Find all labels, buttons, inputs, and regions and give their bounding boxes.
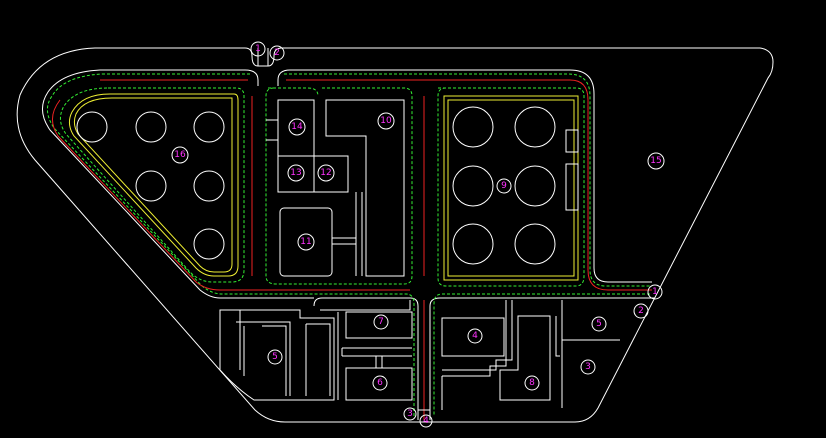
marker-5-right: 5 — [591, 316, 607, 332]
road-edge-inner — [42, 69, 655, 420]
marker-13: 13 — [287, 164, 305, 182]
marker-4: 4 — [467, 328, 483, 344]
marker-label: 16 — [174, 150, 186, 160]
tank-group-right — [452, 106, 579, 265]
tank — [135, 170, 167, 202]
marker-12: 12 — [317, 164, 335, 182]
middle-buildings — [266, 99, 405, 277]
marker-label: 4 — [472, 331, 478, 341]
marker-label: 1 — [652, 287, 658, 297]
building-11 — [279, 207, 333, 277]
connector-lines — [266, 119, 363, 276]
lower-mid-lines — [320, 300, 411, 400]
marker-label: 7 — [378, 317, 384, 327]
marker-8: 8 — [524, 375, 540, 391]
marker-16-right: 15 — [647, 152, 665, 170]
building-12 — [313, 155, 349, 193]
lower-buildings — [219, 300, 620, 410]
tank — [452, 223, 494, 265]
marker-1-top: 1 — [250, 41, 266, 57]
marker-14: 14 — [288, 118, 306, 136]
marker-3: 3 — [580, 359, 596, 375]
marker-label: 5 — [272, 352, 278, 362]
marker-label: 9 — [501, 181, 507, 191]
building-4 — [441, 317, 505, 357]
marker-1-right: 1 — [647, 284, 663, 300]
tank — [452, 165, 494, 207]
lower-left-inner — [236, 310, 331, 396]
marker-6: 6 — [372, 375, 388, 391]
tank — [514, 165, 556, 207]
building-8 — [341, 347, 413, 401]
tank — [514, 223, 556, 265]
marker-11: 11 — [297, 233, 315, 251]
road-edge-green-inner — [60, 87, 585, 287]
marker-10: 10 — [377, 112, 395, 130]
marker-label: 15 — [650, 156, 661, 166]
tank — [193, 228, 225, 260]
lower-right-lines — [441, 300, 620, 410]
marker-label: 12 — [320, 168, 331, 178]
tank — [514, 106, 556, 148]
marker-label: 2 — [638, 306, 644, 316]
block-edge-yellow-right — [443, 95, 579, 281]
building-10 — [325, 99, 405, 277]
marker-label: 5 — [596, 319, 602, 329]
marker-4-bottom: 4 — [419, 414, 433, 428]
pump-house — [565, 163, 579, 211]
marker-16-triangle-block: 16 — [171, 146, 189, 164]
marker-label: 3 — [407, 409, 413, 419]
tank — [135, 111, 167, 143]
tank — [76, 111, 108, 143]
building-6 — [499, 315, 551, 401]
tank — [193, 170, 225, 202]
marker-3-bottom: 3 — [403, 407, 417, 421]
lower-left-block — [219, 309, 335, 401]
marker-5-left: 5 — [267, 349, 283, 365]
marker-label: 2 — [274, 48, 280, 58]
block-edge-yellow-left-2 — [73, 97, 233, 273]
pump-house — [565, 129, 579, 153]
tank — [193, 111, 225, 143]
site-boundary — [16, 47, 774, 423]
marker-2-right: 2 — [633, 303, 649, 319]
marker-label: 10 — [380, 116, 392, 126]
marker-2-top: 2 — [269, 45, 285, 61]
marker-label: 11 — [300, 237, 311, 247]
marker-label: 6 — [377, 378, 383, 388]
marker-9: 9 — [496, 178, 512, 194]
road-centerline — [52, 79, 652, 420]
marker-label: 14 — [291, 122, 303, 132]
tank — [452, 106, 494, 148]
marker-label: 3 — [585, 362, 591, 372]
building-7 — [345, 311, 413, 339]
entrance-lines — [257, 48, 430, 411]
marker-7: 7 — [373, 314, 389, 330]
marker-label: 13 — [290, 168, 301, 178]
marker-label: 8 — [529, 378, 535, 388]
tank-group-left — [76, 111, 225, 260]
block-edge-yellow-left — [68, 93, 239, 277]
marker-label: 4 — [423, 416, 429, 426]
road-edge-green-outer — [47, 73, 650, 416]
marker-label: 1 — [255, 44, 261, 54]
